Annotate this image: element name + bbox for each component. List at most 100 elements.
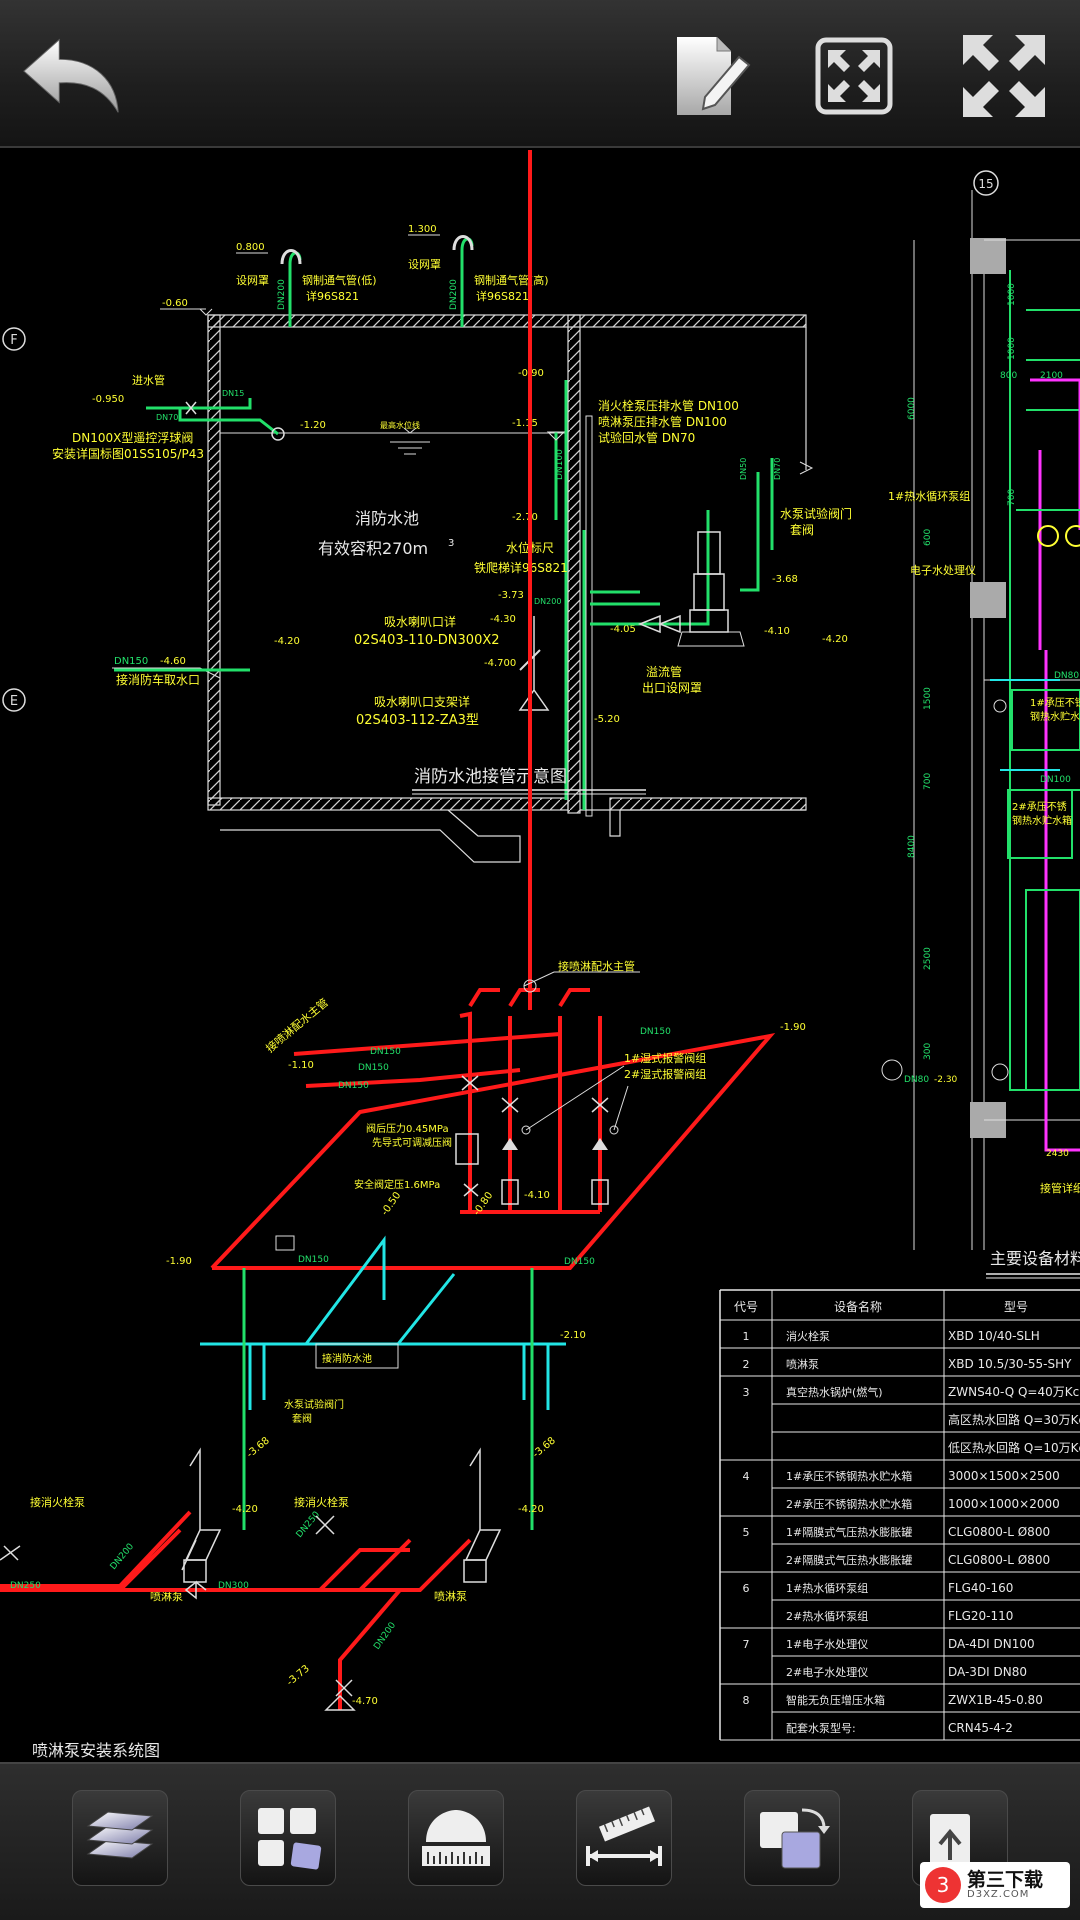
- right-dim-1000a: 1000: [1007, 283, 1017, 306]
- table-cell-model: CLG0800-L Ø800: [948, 1553, 1050, 1567]
- pool-valve-ref: 安装详国标图01SS105/P43: [52, 446, 204, 461]
- table-cell-name: 智能无负压增压水箱: [786, 1693, 885, 1707]
- fullscreen-button[interactable]: [950, 22, 1058, 130]
- fullscreen-icon: [963, 35, 1045, 117]
- layout-icon: [258, 1808, 322, 1870]
- pump-level-373: -3.73: [285, 1663, 312, 1688]
- layers-button[interactable]: [72, 1790, 168, 1886]
- rotate-copy-icon: [760, 1808, 830, 1869]
- table-cell-model: 3000×1500×2500: [948, 1469, 1060, 1483]
- pump-alarm-2: 2#湿式报警阀组: [624, 1067, 706, 1081]
- measure-icon: [586, 1806, 662, 1866]
- right-tank-1: 1#承压不锈: [1030, 696, 1080, 709]
- pool-vent-2: 钢制通气管(高): [474, 273, 549, 287]
- pump-dn250-a: DN250: [10, 1581, 41, 1591]
- pump-dn150-f: DN150: [298, 1255, 329, 1265]
- grid-label-f: F: [10, 333, 17, 348]
- table-cell-model: DA-3DI DN80: [948, 1665, 1027, 1679]
- pump-title: 喷淋泵安装系统图: [32, 1741, 160, 1760]
- right-bottom: 接管详细: [1040, 1181, 1080, 1195]
- pool-level-460: -4.60: [160, 656, 186, 667]
- pool-level-430: -4.30: [490, 614, 516, 625]
- pump-dn300: DN300: [218, 1581, 249, 1591]
- text-scale-icon: [422, 1810, 490, 1866]
- grid-label-15: 15: [978, 177, 993, 191]
- right-dim-800: 800: [1000, 371, 1017, 381]
- right-dn100: DN100: [1040, 775, 1071, 785]
- pump-dn250-b: DN250: [295, 1510, 323, 1540]
- measure-button[interactable]: [576, 1790, 672, 1886]
- right-tank-1b: 钢热水贮水箱: [1030, 710, 1080, 723]
- table-cell-model: CRN45-4-2: [948, 1721, 1013, 1735]
- table-cell-model: XBD 10.5/30-55-SHY: [948, 1357, 1072, 1371]
- table-cell-code: 2: [743, 1358, 750, 1371]
- table-cell-name: 配套水泵型号:: [786, 1721, 856, 1735]
- drawing-canvas[interactable]: F E 15 0.800 1.300 设网罩 设网罩 钢制通气管(低) 详96S…: [0, 150, 1080, 1762]
- edit-button[interactable]: [656, 22, 764, 130]
- pump-hydrant-1: 接消火栓泵: [30, 1495, 85, 1509]
- pool-level-0950: -0.950: [92, 394, 124, 405]
- cad-drawing[interactable]: F E 15 0.800 1.300 设网罩 设网罩 钢制通气管(低) 详96S…: [0, 150, 1080, 1762]
- table-cell-model: DA-4DI DN100: [948, 1637, 1035, 1651]
- right-dim-300: 300: [923, 1043, 933, 1060]
- layout-button[interactable]: [240, 1790, 336, 1886]
- pool-dn200-c: DN200: [534, 597, 561, 606]
- pool-level-1300: 1.300: [408, 224, 437, 235]
- export-icon: [930, 1814, 970, 1868]
- pool-level-420b: -4.20: [822, 634, 848, 645]
- table-cell-model: 高区热水回路 Q=30万Kcal: [948, 1412, 1080, 1427]
- pump-dn150-b: DN150: [370, 1047, 401, 1057]
- pool-dn50: DN50: [739, 458, 748, 480]
- pump-diagram: 接喷淋配水主管 DN150 DN150 DN150 DN150 DN150 -1…: [0, 150, 806, 1760]
- pump-dn150-e: DN150: [564, 1257, 595, 1267]
- pool-level-120: -1.20: [300, 420, 326, 431]
- pump-level-110: -1.10: [288, 1060, 314, 1071]
- text-scale-button[interactable]: [408, 1790, 504, 1886]
- fit-screen-button[interactable]: [800, 22, 908, 130]
- table-cell-name: 1#热水循环泵组: [786, 1581, 868, 1595]
- pool-vent-1-ref: 详96S821: [306, 289, 359, 303]
- right-dim-6000: 6000: [907, 397, 917, 420]
- top-toolbar: [0, 0, 1080, 148]
- watermark-logo-icon: 3: [925, 1867, 961, 1903]
- watermark-sub: D3XZ.COM: [967, 1888, 1030, 1900]
- table-cell-name: 2#承压不锈钢热水贮水箱: [786, 1497, 912, 1511]
- pool-dn150: DN150: [114, 656, 148, 667]
- table-cell-model: 1000×1000×2000: [948, 1497, 1060, 1511]
- table-cell-name: 消火栓泵: [786, 1329, 830, 1343]
- pool-dn70-b: DN70: [773, 458, 782, 480]
- pool-level-420a: -4.20: [274, 636, 300, 647]
- fit-screen-icon: [815, 37, 893, 115]
- back-button[interactable]: [20, 22, 128, 130]
- pool-level-4700: -4.700: [484, 658, 516, 669]
- pump-level-420b: -4.20: [518, 1504, 544, 1515]
- pool-valve: DN100X型遥控浮球阀: [72, 431, 193, 445]
- pump-level-050: -0.50: [379, 1190, 403, 1218]
- table-cell-model: ZWNS40-Q Q=40万Kcal: [948, 1385, 1080, 1399]
- table-cell-name: 1#隔膜式气压热水膨胀罐: [786, 1525, 912, 1539]
- pump-level-190b: -1.90: [166, 1256, 192, 1267]
- table-cell-model: CLG0800-L Ø800: [948, 1525, 1050, 1539]
- right-dim-8400: 8400: [907, 835, 917, 858]
- pool-volume: 有效容积270m: [318, 539, 428, 558]
- right-dim-1000b: 1000: [1007, 337, 1017, 360]
- pool-bracket: 吸水喇叭口支架详: [374, 694, 470, 709]
- table-cell-model: ZWX1B-45-0.80: [948, 1693, 1043, 1707]
- pool-pipe-2: 喷淋泵压排水管 DN100: [598, 414, 727, 429]
- rotate-copy-button[interactable]: [744, 1790, 840, 1886]
- pool-intake: 接消防车取水口: [116, 672, 200, 687]
- pump-dn200-a: DN200: [109, 1542, 137, 1572]
- right-dim-2430: 2430: [1046, 1149, 1069, 1159]
- pump-level-420a: -4.20: [232, 1504, 258, 1515]
- table-cell-name: 喷淋泵: [786, 1358, 819, 1371]
- pool-test-valve: 水泵试验阀门: [780, 506, 852, 521]
- pump-relief-2: 先导式可调减压阀: [372, 1136, 452, 1149]
- table-cell-name: 2#电子水处理仪: [786, 1666, 868, 1679]
- pool-level-060: -0.60: [162, 298, 188, 309]
- pool-level-405: -4.05: [610, 624, 636, 635]
- pump-level-470: -4.70: [352, 1696, 378, 1707]
- table-cell-name: 2#隔膜式气压热水膨胀罐: [786, 1553, 912, 1567]
- right-level-230: -2.30: [934, 1075, 958, 1085]
- pool-vent-2-ref: 详96S821: [476, 289, 529, 303]
- grid-label-e: E: [10, 694, 18, 709]
